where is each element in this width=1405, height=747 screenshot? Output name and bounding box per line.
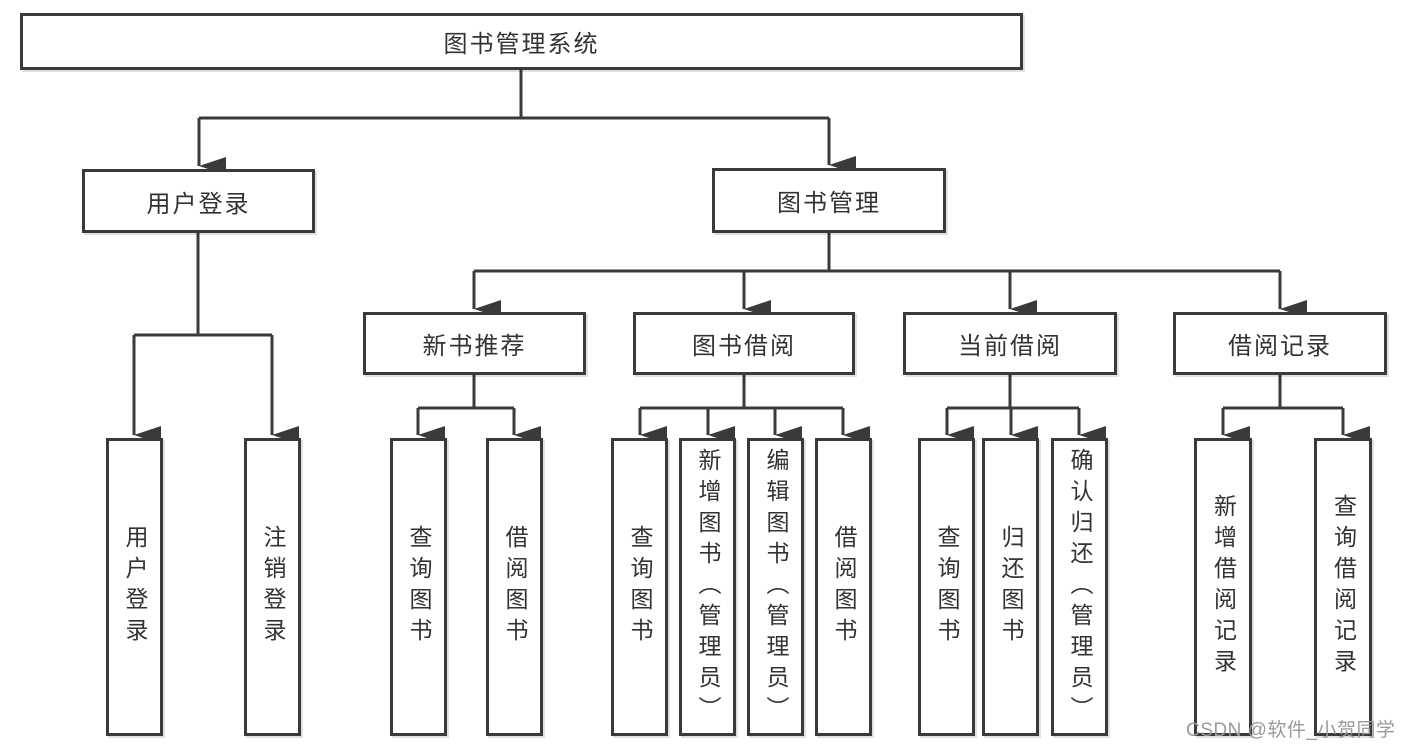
leaf-borrow-add-books-admin: 新增图书（管理员） [679,438,736,736]
leaf-borrow-query-books: 查询图书 [611,438,668,736]
node-book-management: 图书管理 [712,168,946,233]
node-book-borrow: 图书借阅 [633,312,855,375]
node-user-login: 用户登录 [82,169,315,233]
connector-root-trunk [199,69,829,120]
leaf-record-add-borrow-record: 新增借阅记录 [1194,438,1252,736]
leaf-current-query-books: 查询图书 [918,438,975,736]
leaf-current-confirm-return-admin: 确认归还（管理员） [1051,438,1108,736]
node-root: 图书管理系统 [20,13,1023,70]
node-new-book-recommend: 新书推荐 [363,312,586,375]
connector-current-borrow-trunk [947,374,1079,410]
leaf-borrow-borrow-books: 借阅图书 [815,438,872,736]
node-borrow-record: 借阅记录 [1173,312,1387,375]
leaf-logout-login: 注销登录 [244,438,301,736]
leaf-current-return-books: 归还图书 [982,438,1039,736]
connector-book-management-trunk [474,233,1280,273]
leaf-newbook-borrow-books: 借阅图书 [486,438,543,736]
leaf-borrow-edit-books-admin: 编辑图书（管理员） [747,438,804,736]
node-current-borrow: 当前借阅 [903,312,1117,375]
connector-book-borrow-trunk [640,374,843,410]
leaf-record-query-borrow-record: 查询借阅记录 [1314,438,1372,736]
connector-new-book-recommend-trunk [418,374,514,410]
leaf-newbook-query-books: 查询图书 [390,438,447,736]
connector-borrow-record-trunk [1223,374,1343,410]
leaf-user-login: 用户登录 [106,438,163,736]
csdn-watermark: CSDN @软件_小贺同学 [1186,720,1396,741]
connector-user-login-trunk [134,233,272,337]
